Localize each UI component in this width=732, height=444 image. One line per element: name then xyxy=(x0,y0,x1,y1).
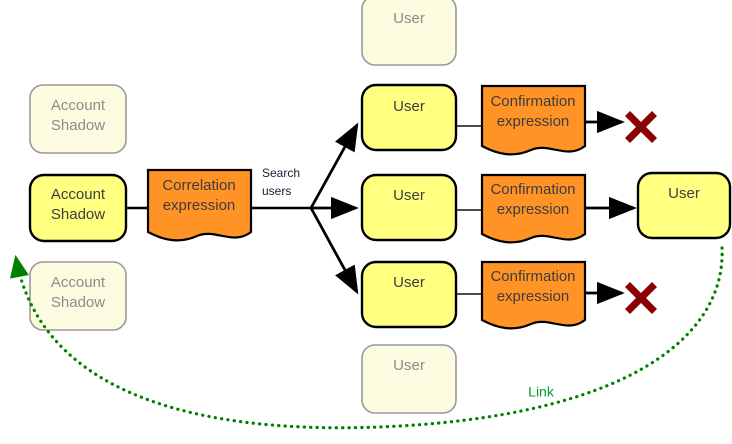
node-label-line1: User xyxy=(393,98,425,115)
node-label-line1: User xyxy=(668,185,700,202)
node-correlation-expression[interactable]: Correlation expression xyxy=(146,168,253,242)
node-label-line2: Shadow xyxy=(51,117,105,134)
node-user-branch-1[interactable]: User xyxy=(360,83,458,152)
edge-label-search-users: Search users xyxy=(262,166,300,198)
node-label-line2: Shadow xyxy=(51,294,105,311)
edge-label-line1: Search xyxy=(262,166,300,180)
cross-icon xyxy=(625,111,657,143)
node-shape-document xyxy=(480,260,587,330)
node-label-line2: Shadow xyxy=(51,206,105,223)
node-shape-document xyxy=(480,84,587,156)
node-label-line1: Account xyxy=(51,97,106,114)
node-confirmation-expression-2[interactable]: Confirmation expression xyxy=(480,173,587,244)
node-label-line2: expression xyxy=(497,201,570,218)
node-confirmation-expression-1[interactable]: Confirmation expression xyxy=(480,84,587,156)
node-label-line1: Correlation xyxy=(162,177,235,194)
node-label-line2: expression xyxy=(497,288,570,305)
node-label-line1: Confirmation xyxy=(490,93,575,110)
node-label-line1: Account xyxy=(51,274,106,291)
node-shape xyxy=(360,173,458,242)
edge-branch-to-user-3 xyxy=(309,207,359,295)
edge-label-link: Link xyxy=(528,384,555,400)
node-user-branch-3[interactable]: User xyxy=(360,260,458,329)
node-label-line1: Account xyxy=(51,186,106,203)
node-label-line1: Confirmation xyxy=(490,181,575,198)
node-account-shadow-ghost-top[interactable]: Account Shadow xyxy=(29,84,127,154)
reject-mark-bottom-icon xyxy=(625,282,657,314)
node-shape xyxy=(360,260,458,329)
node-user-ghost-bottom[interactable]: User xyxy=(361,344,457,414)
node-user-branch-2[interactable]: User xyxy=(360,173,458,242)
node-account-shadow-ghost-bottom[interactable]: Account Shadow xyxy=(29,261,127,331)
node-user-result[interactable]: User xyxy=(636,171,732,240)
node-label-line1: User xyxy=(393,187,425,204)
node-label-line1: Confirmation xyxy=(490,268,575,285)
node-shape xyxy=(29,84,127,154)
reject-mark-top-icon xyxy=(625,111,657,143)
node-label-line1: User xyxy=(393,10,425,27)
cross-icon xyxy=(625,282,657,314)
edge-label-line2: users xyxy=(262,184,291,198)
node-shape xyxy=(361,344,457,414)
node-label-line2: expression xyxy=(497,113,570,130)
node-shape xyxy=(28,173,128,243)
node-label-line1: User xyxy=(393,274,425,291)
node-shape xyxy=(29,261,127,331)
node-user-ghost-top[interactable]: User xyxy=(361,0,457,66)
node-shape xyxy=(636,171,732,240)
node-account-shadow-active[interactable]: Account Shadow xyxy=(28,173,128,243)
node-label-line1: User xyxy=(393,357,425,374)
edge-branch-to-user-1 xyxy=(309,122,359,209)
node-shape-document xyxy=(146,168,253,242)
node-shape xyxy=(360,83,458,152)
edge-link-feedback xyxy=(10,246,724,430)
node-confirmation-expression-3[interactable]: Confirmation expression xyxy=(480,260,587,330)
node-shape-document xyxy=(480,173,587,244)
node-label-line2: expression xyxy=(163,197,236,214)
node-shape xyxy=(361,0,457,66)
